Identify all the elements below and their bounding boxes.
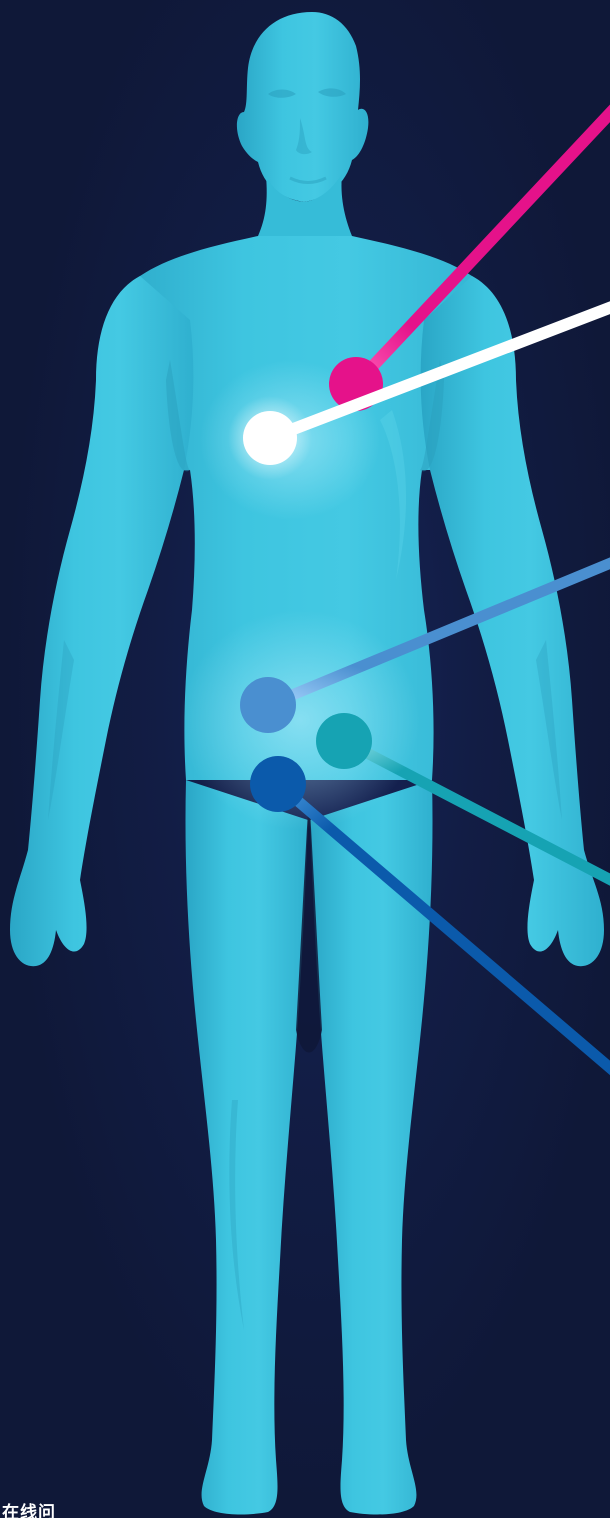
teal-marker[interactable] <box>316 713 372 769</box>
white-marker[interactable] <box>243 411 297 465</box>
left-leg <box>185 780 308 1514</box>
light-blue-marker[interactable] <box>240 677 296 733</box>
corner-watermark-text: 在线问 <box>2 1498 56 1518</box>
head <box>237 12 368 202</box>
left-arm <box>10 276 193 966</box>
right-leg <box>310 780 433 1514</box>
dark-blue-marker[interactable] <box>250 756 306 812</box>
